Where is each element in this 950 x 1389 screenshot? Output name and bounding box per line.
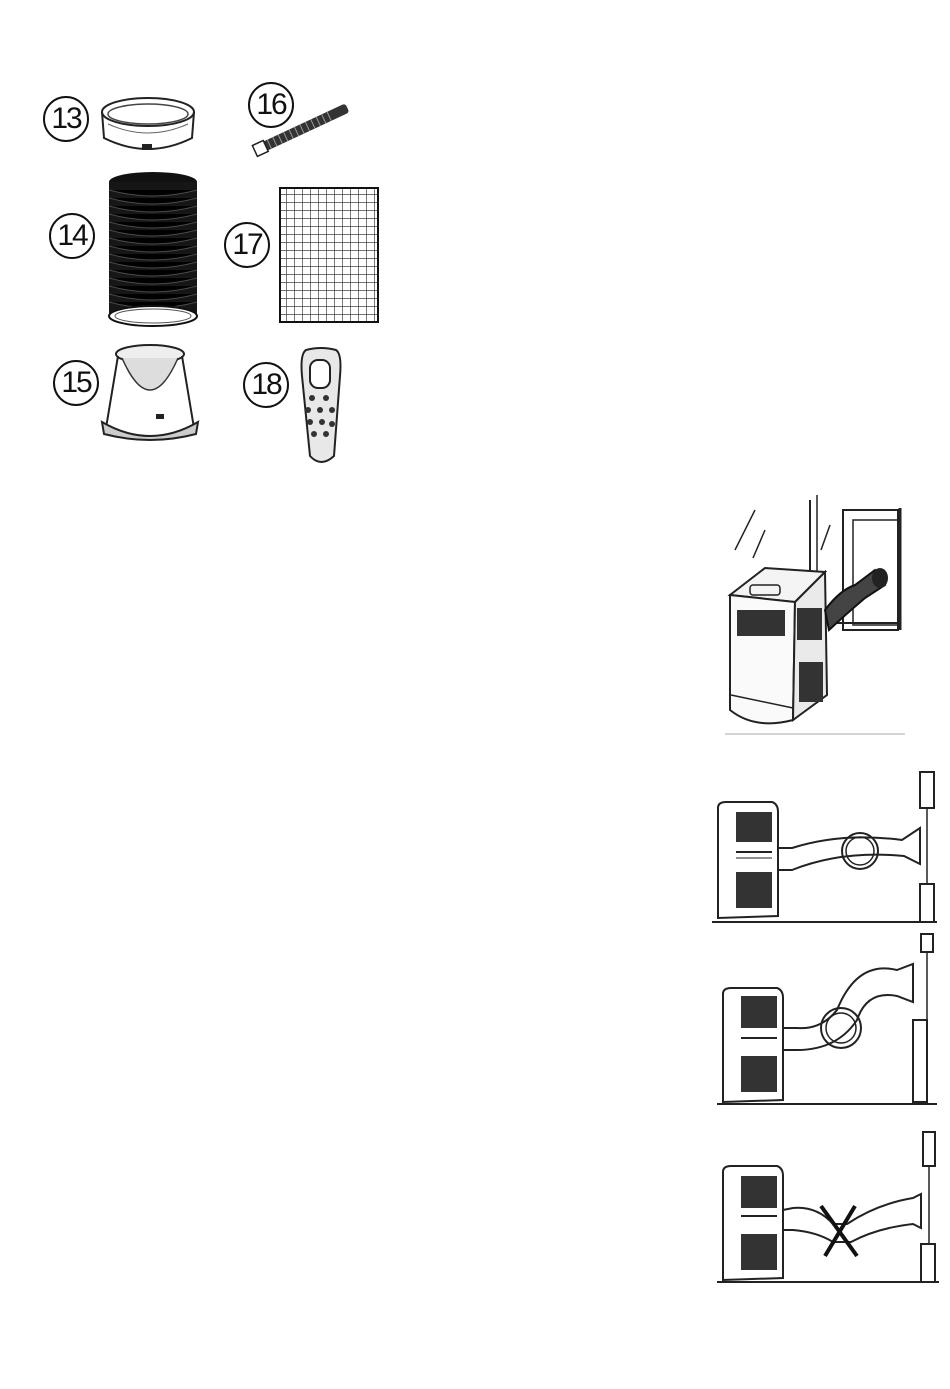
- remote-control-icon: [296, 346, 346, 468]
- part-number-15: 15: [53, 360, 99, 406]
- filter-mesh-icon: [278, 186, 380, 324]
- part-number-17: 17: [224, 222, 270, 268]
- part-number-18: 18: [243, 362, 289, 408]
- adapter-ring-icon: [98, 94, 198, 160]
- exhaust-hose-icon: [103, 170, 203, 330]
- hose-correct-arch-icon: [717, 930, 942, 1108]
- part-number-14: 14: [49, 213, 95, 259]
- hose-incorrect-crossed-icon: [717, 1128, 942, 1290]
- window-nozzle-icon: [100, 342, 200, 442]
- window-installation-icon: [725, 490, 910, 740]
- drain-pipe-icon: [250, 98, 355, 160]
- hose-correct-loop-icon: [712, 768, 942, 930]
- part-number-13: 13: [43, 96, 89, 142]
